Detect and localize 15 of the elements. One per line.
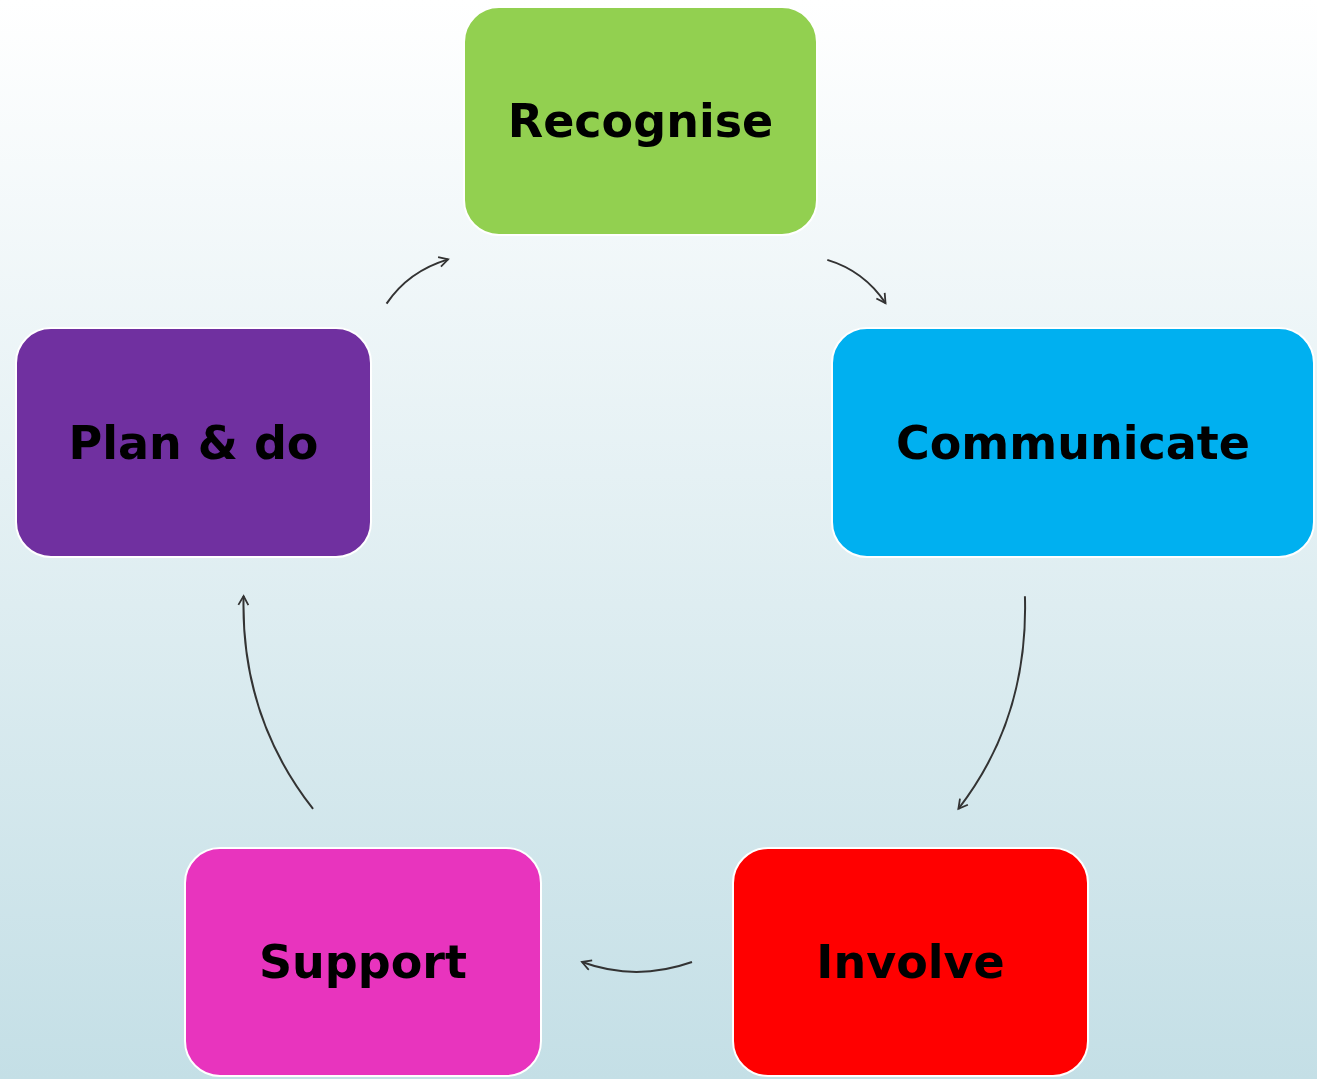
arrow: [826, 258, 887, 305]
arrow: [957, 595, 1026, 810]
arrow: [385, 256, 450, 305]
process-box: [732, 847, 1089, 1077]
step-label: Recognise: [507, 94, 774, 148]
process-box: [463, 6, 818, 236]
arrow: [581, 959, 693, 973]
step-label: Involve: [816, 935, 1005, 989]
arrow: [237, 595, 315, 810]
step-label: Support: [259, 935, 467, 989]
step-label: Plan & do: [68, 415, 319, 470]
process-box: [184, 847, 542, 1077]
process-box: [831, 327, 1315, 558]
process-box: [15, 327, 372, 558]
step-label: Communicate: [896, 415, 1250, 470]
